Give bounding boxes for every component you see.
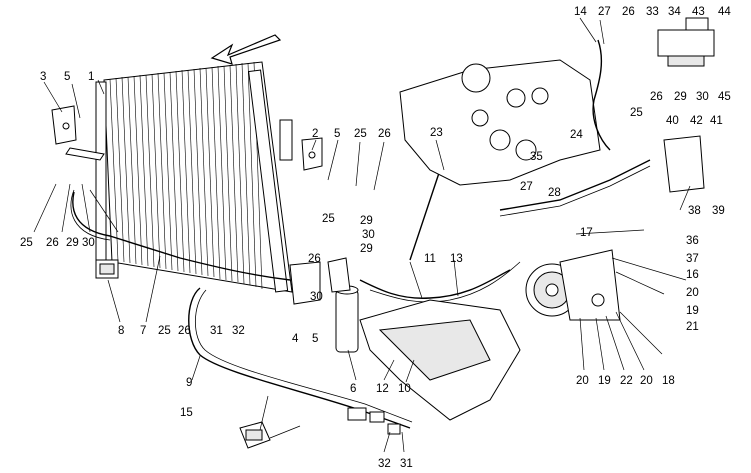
label-12: 12 [376, 383, 389, 395]
hose-11 [359, 269, 511, 299]
label-20: 20 [686, 287, 699, 299]
label-9: 9 [186, 377, 192, 389]
label-3: 3 [40, 71, 46, 83]
label-31: 31 [400, 458, 413, 470]
label-30: 30 [696, 91, 709, 103]
label-25: 25 [158, 325, 171, 337]
label-36: 36 [686, 235, 699, 247]
clip-15 [239, 421, 271, 449]
label-37: 37 [686, 253, 699, 265]
fitting-32 [347, 407, 401, 435]
label-40: 40 [666, 115, 679, 127]
direction-arrow [210, 34, 282, 65]
label-5: 5 [312, 333, 318, 345]
compressor [525, 249, 621, 321]
label-21: 21 [686, 321, 699, 333]
label-30: 30 [82, 237, 95, 249]
label-31: 31 [210, 325, 223, 337]
label-33: 33 [646, 6, 659, 18]
label-25: 25 [322, 213, 335, 225]
label-27: 27 [598, 6, 611, 18]
subframe [359, 299, 521, 421]
label-14: 14 [574, 6, 587, 18]
label-25: 25 [630, 107, 643, 119]
label-4: 4 [292, 333, 299, 345]
label-18: 18 [662, 375, 675, 387]
label-20: 20 [640, 375, 653, 387]
clip-8 [95, 259, 119, 279]
label-26: 26 [622, 6, 635, 18]
expansion-valve [657, 17, 715, 67]
label-23: 23 [430, 127, 443, 139]
label-29: 29 [360, 215, 373, 227]
label-27: 27 [520, 181, 533, 193]
label-43: 43 [692, 6, 705, 18]
label-19: 19 [686, 305, 699, 317]
label-5: 5 [334, 128, 340, 140]
label-11: 11 [424, 253, 436, 265]
bracket-40 [663, 135, 705, 193]
label-22: 22 [620, 375, 633, 387]
bracket-right [289, 137, 323, 305]
label-20: 20 [576, 375, 589, 387]
label-26: 26 [650, 91, 663, 103]
bracket-left [51, 105, 105, 161]
pipe-7b [70, 189, 111, 241]
label-17: 17 [580, 227, 593, 239]
label-24: 24 [570, 129, 583, 141]
label-42: 42 [690, 115, 703, 127]
label-1: 1 [88, 71, 94, 83]
label-32: 32 [232, 325, 245, 337]
hose-13 [369, 261, 521, 303]
label-30: 30 [310, 291, 323, 303]
hose-23 [409, 169, 441, 261]
engine [399, 59, 601, 186]
label-19: 19 [598, 375, 611, 387]
label-25: 25 [20, 237, 33, 249]
label-5: 5 [64, 71, 70, 83]
label-26: 26 [378, 128, 391, 140]
label-8: 8 [118, 325, 124, 337]
label-44: 44 [718, 6, 731, 18]
label-32: 32 [378, 458, 391, 470]
pipe-9 [188, 287, 411, 429]
label-7: 7 [140, 325, 146, 337]
pipe-7 [72, 191, 291, 281]
label-26: 26 [46, 237, 59, 249]
label-26: 26 [178, 325, 191, 337]
leader-lines [33, 17, 691, 453]
label-16: 16 [686, 269, 699, 281]
pipe-28 [499, 159, 651, 211]
label-15: 15 [180, 407, 193, 419]
label-35: 35 [530, 151, 543, 163]
pipe-14 [592, 39, 611, 151]
label-29: 29 [66, 237, 79, 249]
label-6: 6 [350, 383, 356, 395]
label-39: 39 [712, 205, 725, 217]
label-26: 26 [308, 253, 321, 265]
label-38: 38 [688, 205, 701, 217]
callout-labels: 3 5 1 2 5 25 26 25 26 29 30 8 7 25 26 31… [20, 6, 731, 470]
label-10: 10 [398, 383, 411, 395]
label-13: 13 [450, 253, 463, 265]
condenser [95, 61, 293, 293]
label-28: 28 [548, 187, 561, 199]
label-25: 25 [354, 128, 367, 140]
label-29: 29 [360, 243, 373, 255]
label-29: 29 [674, 91, 687, 103]
label-45: 45 [718, 91, 731, 103]
label-34: 34 [668, 6, 681, 18]
receiver-drier [327, 257, 359, 353]
label-30: 30 [362, 229, 375, 241]
label-2: 2 [312, 128, 318, 140]
label-41: 41 [710, 115, 723, 127]
